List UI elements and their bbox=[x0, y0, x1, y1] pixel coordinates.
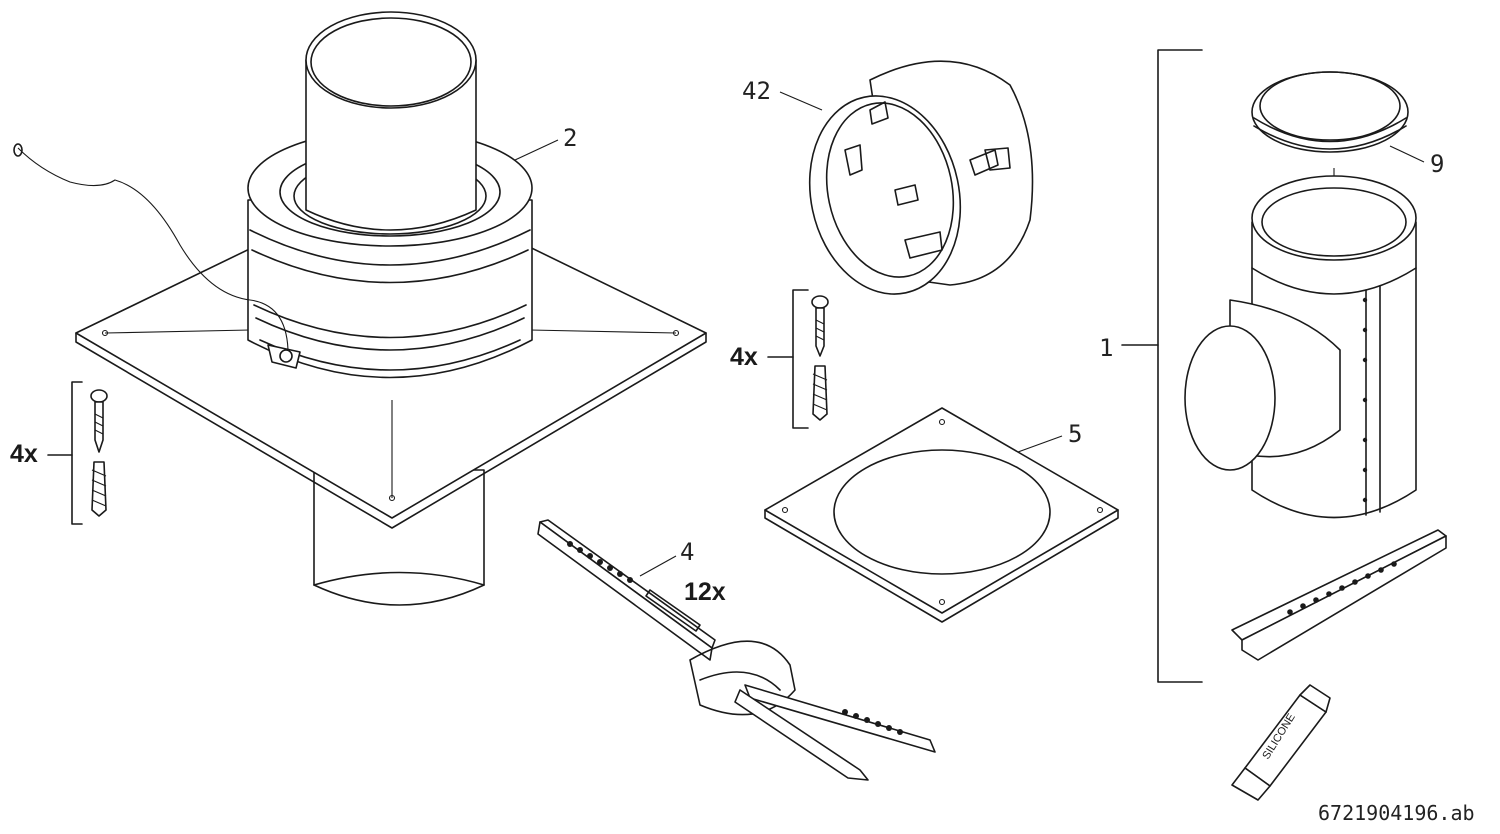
wall-plate bbox=[764, 407, 1119, 623]
grounding-wire bbox=[17, 147, 289, 361]
qty-clamps: 12x bbox=[684, 578, 726, 606]
pipe-clamp bbox=[537, 519, 936, 781]
cover-ring bbox=[808, 60, 1034, 295]
qty-screws-left: 4x bbox=[10, 440, 38, 468]
roof-flashing-assembly bbox=[13, 11, 707, 606]
t-piece bbox=[1184, 175, 1417, 519]
label-part-9: 9 bbox=[1430, 150, 1444, 178]
mounting-rail bbox=[1231, 529, 1447, 661]
lower-pipe bbox=[313, 469, 485, 606]
label-part-42: 42 bbox=[742, 77, 771, 105]
label-part-5: 5 bbox=[1068, 420, 1082, 448]
seal-ring bbox=[1251, 71, 1409, 153]
screw-icon bbox=[811, 295, 829, 309]
silicone-tube: SILICONE bbox=[1231, 684, 1331, 801]
label-part-4: 4 bbox=[680, 538, 694, 566]
part-1-bracket bbox=[1157, 49, 1203, 683]
label-part-1: 1 bbox=[1099, 334, 1113, 362]
wall-plug-icon bbox=[91, 461, 107, 517]
screw-set-middle bbox=[767, 289, 829, 429]
screw-icon bbox=[90, 389, 108, 403]
wall-plug-icon bbox=[812, 365, 828, 421]
document-id: 6721904196.ab bbox=[1318, 801, 1475, 825]
label-part-2: 2 bbox=[563, 124, 577, 152]
qty-screws-middle: 4x bbox=[730, 343, 758, 371]
screw-set-left bbox=[47, 381, 108, 525]
